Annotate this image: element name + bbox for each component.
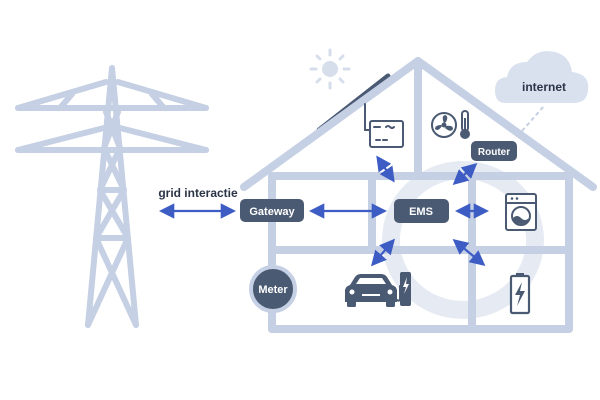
ems-router-arrow: [452, 162, 478, 186]
grid-interaction-label: grid interactie: [158, 186, 238, 200]
ems-inverter-arrow: [376, 155, 395, 183]
house-outline: [240, 57, 597, 333]
gateway-label: Gateway: [249, 206, 295, 218]
gateway-node[interactable]: Gateway: [240, 199, 304, 222]
washing-machine-icon: [505, 193, 537, 231]
inverter-icon: [364, 103, 404, 148]
meter-node[interactable]: Meter: [249, 265, 297, 313]
ems-label: EMS: [409, 206, 433, 218]
router-node[interactable]: Router: [471, 141, 517, 161]
thermometer-icon: [460, 110, 470, 139]
sun-icon: [309, 48, 351, 90]
meter-label: Meter: [258, 284, 288, 296]
router-label: Router: [478, 147, 510, 158]
ems-car-arrow: [370, 238, 396, 267]
internet-label: internet: [522, 80, 566, 94]
power-tower-icon: [15, 65, 209, 328]
ems-node[interactable]: EMS: [394, 199, 449, 223]
fan-icon: [431, 112, 457, 138]
car-icon: [345, 274, 397, 307]
battery-icon: [509, 273, 531, 315]
cloud-icon: [495, 51, 589, 132]
ev-charger-icon: [396, 272, 411, 306]
ems-battery-arrow: [452, 239, 486, 266]
